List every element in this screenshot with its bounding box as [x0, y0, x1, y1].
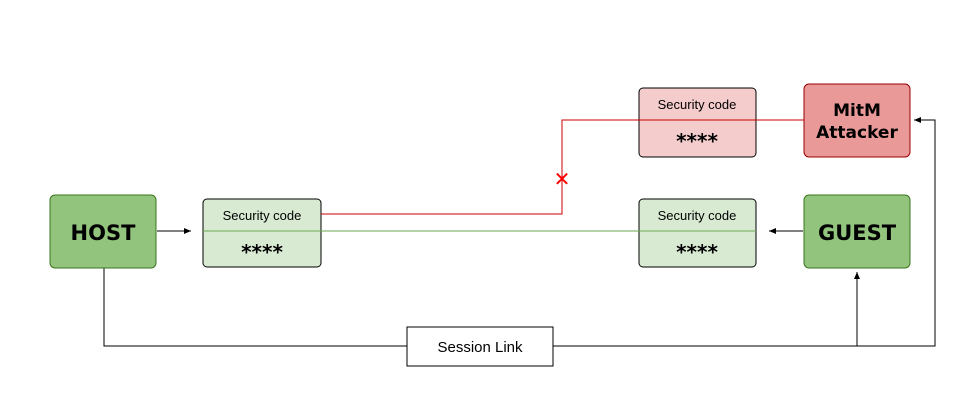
host-label: HOST	[71, 221, 137, 245]
session-link-connectors	[103, 117, 936, 347]
session-to-attacker-connector	[857, 117, 936, 347]
guest-label: GUEST	[818, 221, 897, 245]
blocked-x-icon: ✕	[554, 167, 571, 191]
host-to-session-connector	[103, 268, 407, 347]
guest-code-value: ****	[676, 240, 718, 264]
host-code-title: Security code	[223, 208, 302, 223]
attacker-label-line1: MitM	[833, 101, 881, 121]
attacker-code-mismatch-line	[321, 119, 804, 215]
attacker-label-line2: Attacker	[816, 123, 898, 143]
attacker-code-value: ****	[676, 129, 718, 153]
attacker-code-title: Security code	[658, 97, 737, 112]
host-code-value: ****	[241, 240, 283, 264]
host-security-code: Security code ****	[202, 198, 322, 268]
attacker-security-code: Security code ****	[638, 87, 757, 158]
session-link-box: Session Link	[406, 326, 554, 367]
guest-code-title: Security code	[658, 208, 737, 223]
host-node: HOST	[49, 194, 157, 269]
session-link-label: Session Link	[437, 339, 523, 356]
guest-node: GUEST	[803, 194, 911, 269]
guest-security-code: Security code ****	[638, 198, 757, 268]
session-to-guest-connector	[553, 272, 860, 347]
attacker-node: MitM Attacker	[803, 83, 911, 158]
